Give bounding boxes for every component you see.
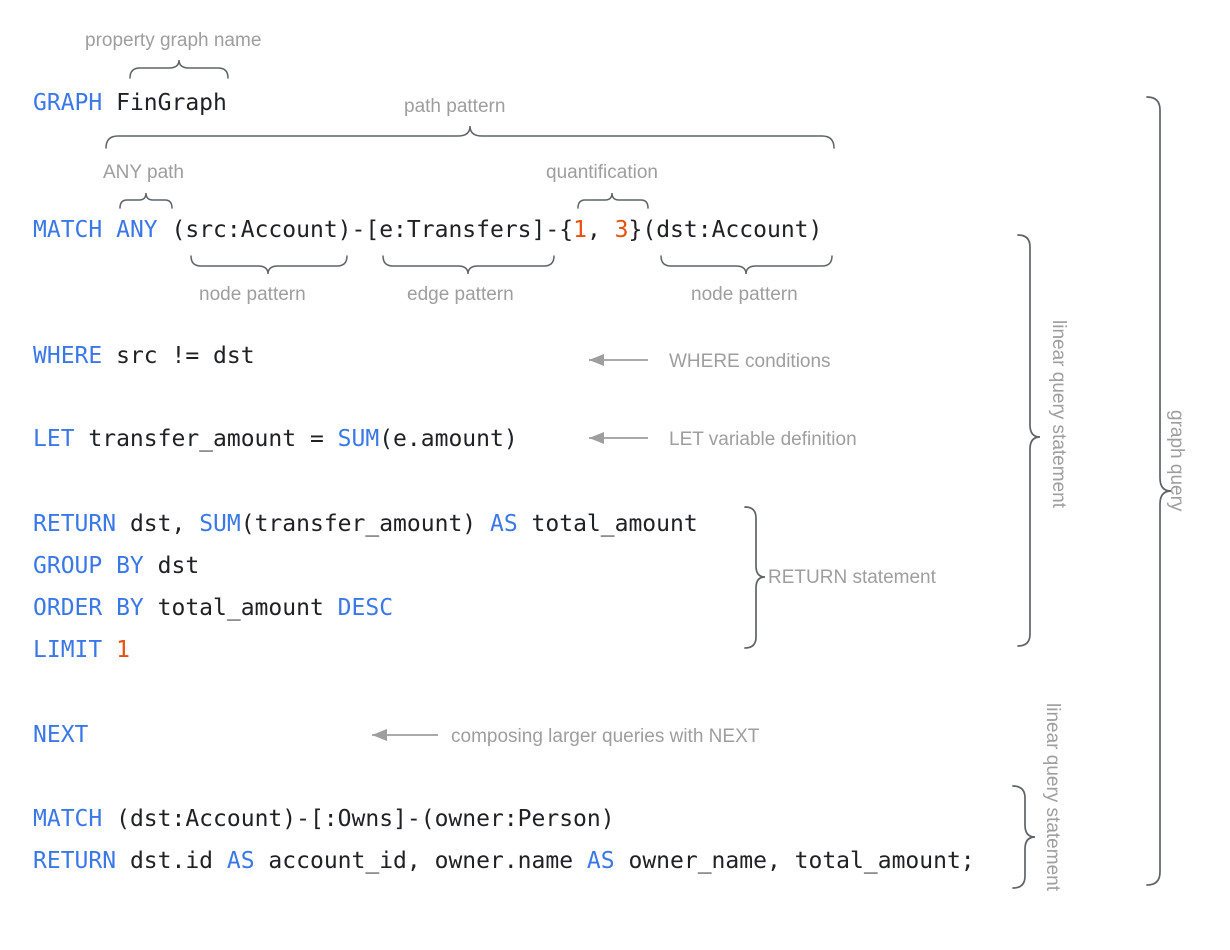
code-token: dst, xyxy=(116,511,200,537)
code-token: MATCH xyxy=(33,217,103,243)
code-token: total_amount xyxy=(517,511,698,537)
code-line-match-owns: MATCH (dst:Account)-[:Owns]-(owner:Perso… xyxy=(33,808,615,831)
annotation-edge-pattern: edge pattern xyxy=(407,284,514,305)
code-line-limit: LIMIT 1 xyxy=(33,639,130,662)
annotation-linear-query-statement-2: linear query statement xyxy=(1042,703,1063,891)
code-token: RETURN xyxy=(33,848,117,874)
code-line-where: WHERE src != dst xyxy=(33,345,255,368)
code-token: LET xyxy=(33,426,75,452)
code-line-order-by: ORDER BY total_amount DESC xyxy=(33,597,393,620)
code-token: AS xyxy=(586,848,615,874)
code-token: 1 xyxy=(116,637,130,663)
code-token: owner_name, total_amount; xyxy=(614,848,975,874)
brace-node-pattern-left xyxy=(190,255,348,275)
code-token: GROUP BY xyxy=(33,553,144,579)
annotation-composing-with-next: composing larger queries with NEXT xyxy=(451,726,760,747)
code-token: MATCH xyxy=(33,806,103,832)
code-token: SUM xyxy=(199,511,241,537)
annotation-path-pattern: path pattern xyxy=(404,96,506,117)
code-token: (transfer_amount) xyxy=(240,511,490,537)
code-token: GRAPH xyxy=(33,90,103,116)
code-line-group-by: GROUP BY dst xyxy=(33,555,199,578)
brace-any-path xyxy=(119,192,173,209)
annotation-quantification: quantification xyxy=(546,162,658,183)
code-token: LIMIT xyxy=(33,637,103,663)
code-token: NEXT xyxy=(33,722,89,748)
code-token: ANY xyxy=(116,217,158,243)
arrow-where-conditions xyxy=(589,354,648,366)
code-token: src != dst xyxy=(102,343,255,369)
code-token: 1 xyxy=(573,217,587,243)
code-token: dst.id xyxy=(116,848,227,874)
annotation-linear-query-statement-1: linear query statement xyxy=(1048,320,1069,508)
code-line-return-final: RETURN dst.id AS account_id, owner.name … xyxy=(33,850,975,873)
code-token xyxy=(102,217,116,243)
brace-edge-pattern xyxy=(382,255,555,275)
code-line-graph: GRAPH FinGraph xyxy=(33,92,227,115)
code-token: 3 xyxy=(614,217,629,243)
code-token: AS xyxy=(226,848,255,874)
code-token: (dst:Account)-[:Owns]-(owner:Person) xyxy=(102,806,615,832)
code-token: }(dst:Account) xyxy=(628,217,823,243)
annotation-node-pattern-right: node pattern xyxy=(691,284,798,305)
brace-node-pattern-right xyxy=(660,255,833,275)
code-token: total_amount xyxy=(143,595,338,621)
arrow-let-variable-definition xyxy=(589,432,648,444)
brace-return-statement xyxy=(744,506,766,649)
code-token: AS xyxy=(489,511,518,537)
brace-linear-query-statement-2 xyxy=(1012,785,1036,889)
code-line-let: LET transfer_amount = SUM(e.amount) xyxy=(33,428,518,451)
code-token: account_id, owner.name xyxy=(254,848,587,874)
code-token: dst xyxy=(143,553,200,579)
code-token xyxy=(102,637,116,663)
code-token: SUM xyxy=(337,426,380,452)
brace-quantification xyxy=(577,192,649,209)
code-token: WHERE xyxy=(33,343,103,369)
brace-path-pattern xyxy=(105,125,835,149)
code-token: ORDER BY xyxy=(33,595,144,621)
code-token: FinGraph xyxy=(102,90,227,116)
annotation-return-statement: RETURN statement xyxy=(768,567,936,588)
annotation-graph-query: graph query xyxy=(1166,410,1187,512)
code-token: , xyxy=(586,217,615,243)
annotation-let-variable-definition: LET variable definition xyxy=(669,429,857,450)
annotation-node-pattern-left: node pattern xyxy=(199,284,306,305)
code-line-next: NEXT xyxy=(33,724,88,747)
annotation-property-graph-name: property graph name xyxy=(85,30,262,51)
code-line-return: RETURN dst, SUM(transfer_amount) AS tota… xyxy=(33,513,698,536)
code-token: (src:Account)-[e:Transfers]-{ xyxy=(157,217,574,243)
brace-linear-query-statement-1 xyxy=(1017,234,1041,647)
annotation-any-path: ANY path xyxy=(103,162,184,183)
brace-property-graph-name xyxy=(129,59,229,79)
arrow-composing-with-next xyxy=(372,729,438,741)
code-line-match-any: MATCH ANY (src:Account)-[e:Transfers]-{1… xyxy=(33,219,822,242)
code-token: RETURN xyxy=(33,511,117,537)
code-token: transfer_amount = xyxy=(74,426,338,452)
code-token: DESC xyxy=(337,595,394,621)
annotation-where-conditions: WHERE conditions xyxy=(669,351,831,372)
code-token: (e.amount) xyxy=(379,426,518,452)
